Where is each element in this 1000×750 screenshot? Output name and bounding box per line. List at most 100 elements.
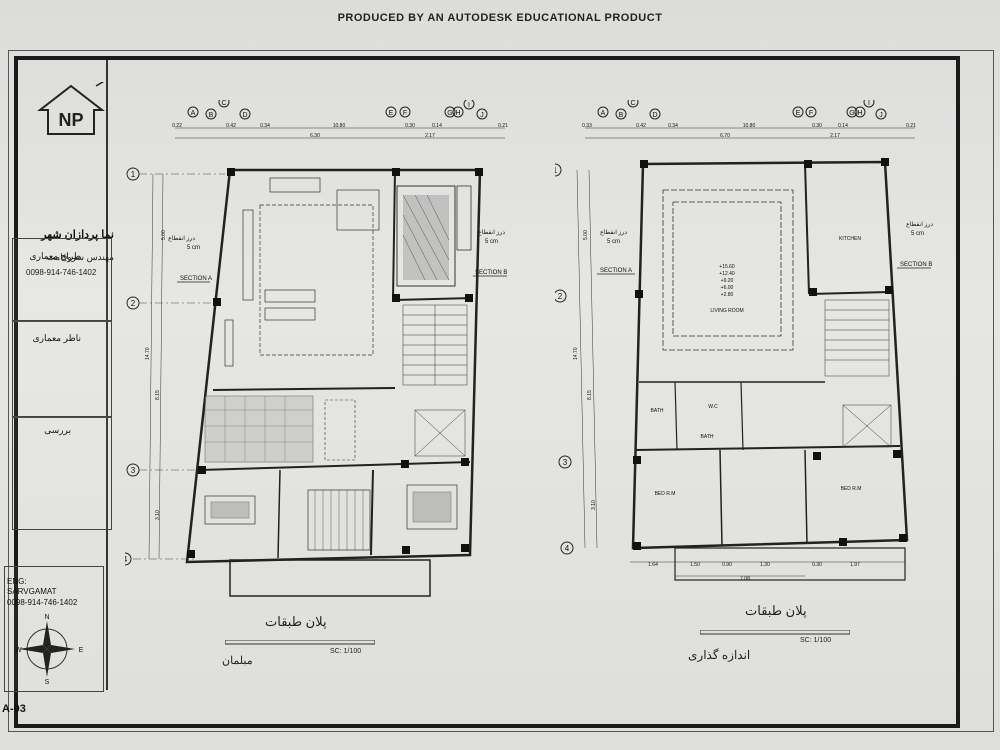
compass-e: E: [79, 647, 84, 654]
dim-side-r1: 5.00: [583, 230, 589, 240]
supervisor-box: ناظر معماری: [12, 320, 112, 418]
dim-top-r7: 0.21: [906, 123, 916, 129]
living-room-outline: [662, 189, 794, 351]
axis-2-right: 2: [558, 292, 563, 301]
dim-top-7: 0.21: [498, 123, 508, 129]
left-plan-title: پلان طبقات: [265, 614, 327, 629]
joint-note-right: درز انقطاع: [478, 229, 505, 236]
title-block: NP نما پردازان شهر مهندس سروقامت 0098-91…: [14, 60, 114, 690]
supervisor-label: ناظر معماری: [32, 333, 81, 343]
dim-bot-4: 1.30: [760, 562, 770, 568]
checked-label: بررسی: [44, 425, 71, 435]
axis-f: F: [403, 110, 407, 117]
axis-d-right: D: [652, 112, 657, 119]
joint-size-r: 5 cm: [607, 239, 620, 245]
engineer-box: ENG: SARVGAMAT 0098-914-746-1402 N E S W: [4, 566, 104, 692]
column-axis-bubbles-right: A B C D E F G H I J: [597, 100, 887, 120]
axis-3-right: 3: [563, 458, 568, 467]
eng-label: ENG:: [7, 577, 27, 586]
dim-top-r5: 0.30: [812, 123, 822, 129]
compass-s: S: [45, 679, 50, 685]
sheet-number: A-03: [2, 703, 26, 715]
right-plan-title: پلان طبقات: [745, 603, 807, 618]
axis-d: D: [242, 112, 247, 119]
dim-bot-5: 0.30: [812, 562, 822, 568]
joint-note: درز انقطاع: [168, 235, 195, 242]
section-a-label: SECTION A: [180, 276, 212, 282]
axis-j: J: [480, 112, 484, 119]
right-plan-subtitle: اندازه گذاری: [688, 648, 751, 662]
sheet-outer-border: [8, 50, 994, 732]
dim-side-r2: 14.70: [573, 347, 579, 360]
joint-note-r: درز انقطاع: [600, 229, 627, 236]
structural-columns: [187, 168, 483, 558]
bottom-dimension-lines: 1.64 1.50 0.90 1.30 0.30 1.97 7.08: [630, 561, 905, 582]
dim-side-2: 14.70: [145, 347, 151, 360]
building-walls-right: [631, 160, 909, 581]
axis-a: A: [191, 110, 196, 117]
eng-phone: 0098-914-746-1402: [7, 598, 78, 607]
axis-f-right: F: [809, 110, 813, 117]
axis-i-right: I: [868, 100, 870, 107]
company-phone: 0098-914-746-1402: [26, 268, 97, 277]
elev-1: +15.60: [719, 264, 735, 270]
elev-4: +6.00: [721, 285, 734, 291]
side-dimension-lines-right: 5.00 14.70 8.15 3.10: [573, 169, 598, 549]
axis-i: I: [468, 102, 470, 109]
dim-top-r1: 0.33: [582, 123, 592, 129]
section-a-label-right: SECTION A: [600, 268, 632, 274]
column-axis-bubbles: A B C D E F G H I J: [187, 100, 488, 120]
autodesk-watermark: PRODUCED BY AN AUTODESK EDUCATIONAL PROD…: [337, 12, 663, 24]
dim-top-5: 0.30: [405, 123, 415, 129]
dim-top-6: 0.14: [432, 123, 442, 129]
north-compass-icon: N E S W: [15, 614, 84, 685]
right-scale-bar: [700, 630, 850, 635]
sheet-inner-border: [14, 56, 960, 728]
dim-top-4: 10.80: [333, 123, 346, 129]
axis-b: B: [209, 112, 214, 119]
engineer-name: مهندس سروقامت: [46, 252, 114, 262]
joint-size-r2: 5 cm: [911, 231, 924, 237]
dim-top-3: 0.34: [260, 123, 270, 129]
section-b-label: SECTION B: [475, 270, 507, 276]
dim-top-r9: 2.17: [830, 133, 840, 139]
compass-n: N: [44, 614, 49, 621]
side-dimension-lines: 5.00 14.70 8.15 3.10: [145, 173, 167, 560]
axis-h: H: [455, 110, 460, 117]
room-kitchen: KITCHEN: [839, 236, 861, 242]
axis-g-right: G: [849, 110, 854, 117]
room-bath-1: BATH: [651, 408, 664, 414]
left-scale-bar: [225, 640, 375, 645]
axis-1: 1: [131, 170, 136, 179]
axis-e: E: [389, 110, 394, 117]
dimension-floor-plan: A B C D E F G H I J 0.33 0.42 0.34 10.80…: [555, 100, 933, 582]
dim-top-r4: 10.80: [743, 123, 756, 129]
dim-top-r3: 0.34: [668, 123, 678, 129]
dim-bot-3: 0.90: [722, 562, 732, 568]
axis-2: 2: [131, 299, 136, 308]
axis-b-right: B: [619, 112, 624, 119]
left-plan-subtitle: مبلمان: [222, 655, 253, 667]
room-bath-2: BATH: [701, 434, 714, 440]
logo-text: NP: [58, 110, 83, 130]
dim-side-3: 8.15: [155, 390, 161, 400]
dim-top-1: 0.22: [172, 123, 182, 129]
dim-bot-2: 1.50: [690, 562, 700, 568]
room-labels: +15.60 +12.40 +9.20 +6.00 +2.80 LIVING R…: [651, 236, 862, 497]
plan-annotations: SECTION A SECTION B درز انقطاع 5 cm درز …: [168, 229, 507, 283]
room-bed-1: BED R.M: [655, 491, 676, 497]
designer-box: طراح معماری: [12, 238, 112, 322]
axis-c-right: C: [630, 100, 635, 107]
dim-side-1: 5.00: [161, 230, 167, 240]
dim-top-9: 2.17: [425, 133, 435, 139]
elev-2: +12.40: [719, 271, 735, 277]
bedroom-furniture: [204, 484, 458, 551]
bathroom-tiles: [204, 395, 356, 463]
axis-1-right: 1: [555, 166, 558, 175]
room-wc: W.C: [708, 404, 718, 410]
dim-top-r6: 0.14: [838, 123, 848, 129]
left-plan-scale: SC: 1/100: [330, 648, 362, 655]
axis-4: 4: [125, 555, 128, 564]
axis-h-right: H: [857, 110, 862, 117]
